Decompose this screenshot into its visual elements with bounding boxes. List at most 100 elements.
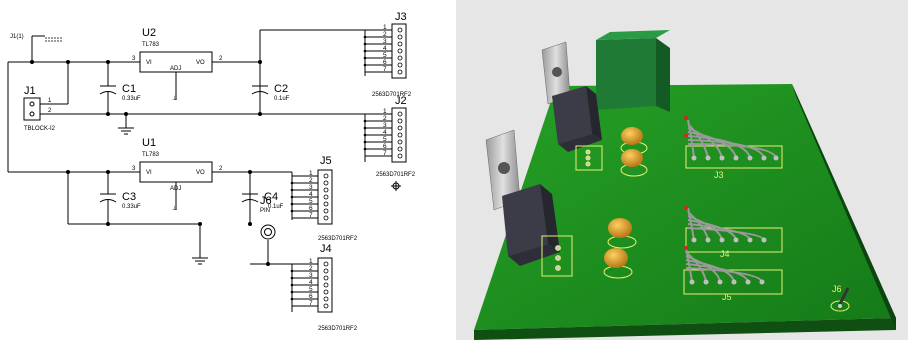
svg-text:3: 3 bbox=[383, 122, 387, 129]
j3-ref: J3 bbox=[395, 11, 407, 23]
u1-adj-marker: ⊥ bbox=[172, 205, 177, 212]
svg-text:3: 3 bbox=[309, 272, 313, 279]
svg-text:6: 6 bbox=[309, 205, 313, 212]
j6-value: PIN bbox=[260, 208, 270, 214]
pcb-board-edge bbox=[474, 318, 896, 340]
silk-j4: J4 bbox=[720, 249, 730, 259]
u1-part: TL783 bbox=[142, 152, 160, 158]
j1-pin2: 2 bbox=[48, 108, 52, 114]
c3-ref: C3 bbox=[122, 191, 136, 203]
j2-pin-stubs bbox=[365, 113, 392, 157]
svg-text:7: 7 bbox=[309, 300, 313, 307]
probe-hatch-icon bbox=[45, 37, 62, 42]
svg-text:5: 5 bbox=[383, 52, 387, 59]
j1-ref: J1 bbox=[24, 85, 36, 97]
c1-value: 0.33uF bbox=[122, 96, 141, 102]
j4-part: 2563D701RF2 bbox=[318, 326, 358, 332]
j5-part: 2563D701RF2 bbox=[318, 236, 358, 242]
svg-text:6: 6 bbox=[383, 143, 387, 150]
u2-in: VI bbox=[146, 60, 152, 66]
svg-text:5: 5 bbox=[309, 198, 313, 205]
svg-text:7: 7 bbox=[383, 150, 387, 157]
j3-pin-stubs bbox=[365, 29, 392, 73]
svg-text:7: 7 bbox=[309, 212, 313, 219]
u2-adj: ADJ bbox=[170, 66, 181, 72]
header-j3-j2 bbox=[685, 119, 783, 169]
c1-ref: C1 bbox=[122, 83, 136, 95]
svg-text:4: 4 bbox=[383, 45, 387, 52]
silk-j3: J3 bbox=[714, 170, 724, 180]
j6-pin-3d bbox=[830, 287, 850, 312]
svg-text:4: 4 bbox=[309, 191, 313, 198]
header-pads bbox=[689, 155, 779, 285]
j3-part: 2563D701RF2 bbox=[372, 92, 412, 98]
pcb-3d-canvas: J3 J4 J5 J6 bbox=[474, 30, 896, 340]
j2-ref: J2 bbox=[395, 95, 407, 107]
regulator-u1 bbox=[485, 129, 560, 266]
j4-ref: J4 bbox=[320, 243, 332, 255]
u1-in: VI bbox=[146, 170, 152, 176]
u2-adj-marker: ⊥ bbox=[172, 95, 177, 102]
svg-text:1: 1 bbox=[383, 108, 387, 115]
j1-pin1: 1 bbox=[48, 98, 52, 104]
u2-part: TL783 bbox=[142, 42, 160, 48]
c2-value: 0.1uF bbox=[274, 96, 290, 102]
svg-text:6: 6 bbox=[383, 59, 387, 66]
j4-pin-stubs bbox=[292, 263, 318, 307]
silk-j6: J6 bbox=[832, 284, 842, 294]
svg-text:3: 3 bbox=[383, 38, 387, 45]
u2-pin-out: 2 bbox=[219, 56, 223, 62]
j6-ref: J6 bbox=[260, 195, 272, 207]
svg-text:1: 1 bbox=[383, 24, 387, 31]
u2-pin-in: 3 bbox=[132, 56, 136, 62]
c4-value: 0.1uF bbox=[268, 204, 284, 210]
u1-adj: ADJ bbox=[170, 186, 181, 192]
u2-out: VO bbox=[196, 60, 205, 66]
schematic-view: ⊥ ⊥ J1(1) J1 TBLOCK-I2 1 2 U2 TL783 VI V… bbox=[0, 0, 456, 340]
j1-value: TBLOCK-I2 bbox=[24, 126, 56, 132]
u2-regulator bbox=[139, 51, 213, 73]
junction-dots bbox=[30, 35, 367, 301]
svg-text:2: 2 bbox=[309, 177, 313, 184]
c3-value: 0.33uF bbox=[122, 204, 141, 210]
u1-ref: U1 bbox=[142, 137, 156, 149]
pcb-3d-view: J3 J4 J5 J6 bbox=[456, 0, 908, 340]
header-pin-circles bbox=[323, 27, 403, 309]
j5-ref: J5 bbox=[320, 155, 332, 167]
u1-out: VO bbox=[196, 170, 205, 176]
probe-label: J1(1) bbox=[10, 34, 24, 40]
svg-text:4: 4 bbox=[383, 129, 387, 136]
header-pin1-markers bbox=[684, 116, 688, 250]
svg-text:2: 2 bbox=[383, 31, 387, 38]
regulator-u2 bbox=[541, 41, 602, 152]
svg-text:2: 2 bbox=[383, 115, 387, 122]
svg-text:7: 7 bbox=[383, 66, 387, 73]
u2-ref: U2 bbox=[142, 27, 156, 39]
u1-pin-in: 3 bbox=[132, 166, 136, 172]
j6-pin-icon bbox=[260, 224, 276, 240]
svg-text:2: 2 bbox=[309, 265, 313, 272]
c2-ref: C2 bbox=[274, 83, 288, 95]
svg-text:1: 1 bbox=[309, 258, 313, 265]
c4-ref: C4 bbox=[264, 191, 278, 203]
svg-text:3: 3 bbox=[309, 184, 313, 191]
schematic-canvas: ⊥ ⊥ J1(1) J1 TBLOCK-I2 1 2 U2 TL783 VI V… bbox=[7, 11, 416, 332]
silk-j5: J5 bbox=[722, 292, 732, 302]
j5-pin-stubs bbox=[292, 175, 318, 219]
svg-text:5: 5 bbox=[309, 286, 313, 293]
svg-text:1: 1 bbox=[309, 170, 313, 177]
svg-text:4: 4 bbox=[309, 279, 313, 286]
u1-regulator bbox=[139, 161, 213, 183]
svg-text:5: 5 bbox=[383, 136, 387, 143]
terminal-block-j1 bbox=[596, 30, 670, 112]
svg-text:6: 6 bbox=[309, 293, 313, 300]
j2-part: 2563D701RF2 bbox=[376, 172, 416, 178]
j1-terminal-block bbox=[23, 97, 41, 121]
u1-pin-out: 2 bbox=[219, 166, 223, 172]
regulator-pads bbox=[541, 145, 603, 277]
wires bbox=[7, 29, 401, 312]
